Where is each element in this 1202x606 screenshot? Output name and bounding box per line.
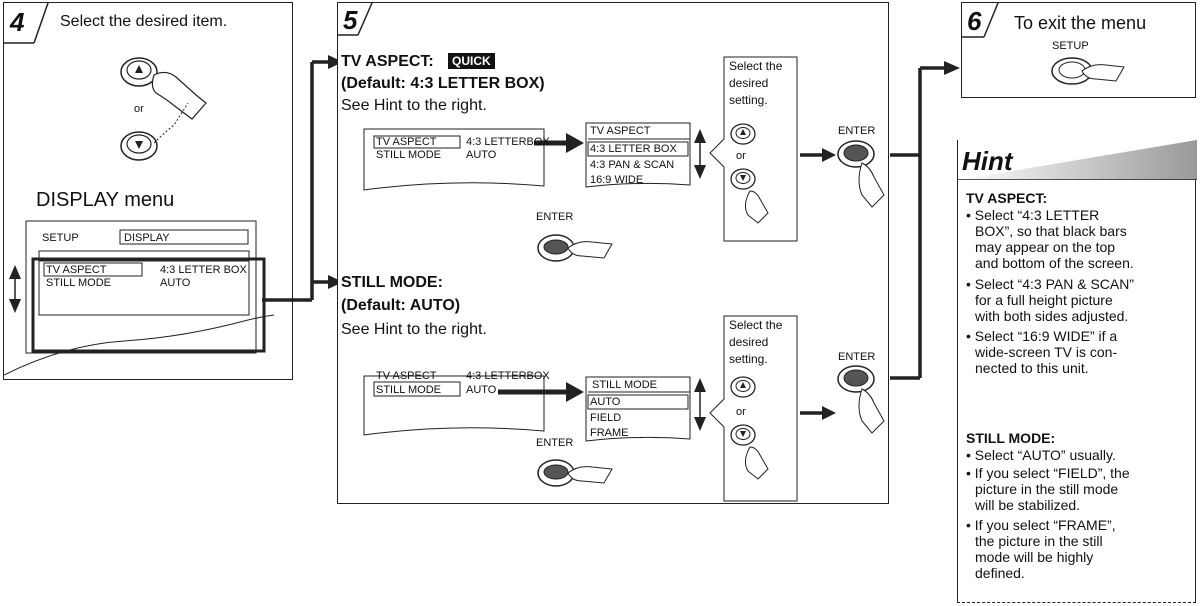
hint-line: nected to this unit. <box>975 360 1089 376</box>
hint-line: wide-screen TV is con- <box>975 344 1118 360</box>
hint-line: and bottom of the screen. <box>975 255 1134 271</box>
still-mode-heading: STILL MODE: <box>341 274 443 291</box>
hint-line: defined. <box>975 565 1025 581</box>
quick-badge: QUICK <box>448 53 495 69</box>
tv-option-pan-scan: 4:3 PAN & SCAN <box>590 159 675 171</box>
still-option-field: FIELD <box>590 412 622 424</box>
still-screen-row2-value: AUTO <box>466 384 497 396</box>
tv-screen-row1-value: 4:3 LETTERBOX <box>466 136 550 148</box>
setup-button-label: SETUP <box>1052 40 1089 52</box>
hint-line: • If you select “FRAME”, <box>966 517 1116 533</box>
hint-line: picture in the still mode <box>975 481 1119 497</box>
still-option-frame: FRAME <box>590 427 629 439</box>
tv-screen-row2-label: STILL MODE <box>376 149 441 161</box>
display-menu-title: DISPLAY menu <box>36 189 175 211</box>
hint-line: with both sides adjusted. <box>975 308 1129 324</box>
tv-select-text-3: setting. <box>729 93 768 107</box>
still-select-text-1: Select the <box>729 318 783 332</box>
hint-tv-heading: TV ASPECT: <box>966 190 1048 206</box>
still-enter-right-label: ENTER <box>838 351 876 363</box>
screen-row-tv-aspect-label: TV ASPECT <box>46 264 107 276</box>
tv-aspect-see-hint: See Hint to the right. <box>341 97 487 114</box>
hint-still-heading: STILL MODE: <box>966 430 1056 446</box>
hint-tv-item-3: • Select “16:9 WIDE” if a wide-screen TV… <box>966 328 1117 376</box>
hint-panel: Hint TV ASPECT: • Select “4:3 LETTER BOX… <box>957 140 1197 603</box>
hint-line: • If you select “FIELD”, the <box>966 465 1130 481</box>
hint-still-item-2: • If you select “FIELD”, the picture in … <box>966 465 1130 513</box>
tv-screen-row2-value: AUTO <box>466 149 497 161</box>
screen-row-still-mode-label: STILL MODE <box>46 277 111 289</box>
step4-or-label: or <box>134 103 144 115</box>
step4-title: Select the desired item. <box>60 13 228 30</box>
hint-line: will be stabilized. <box>975 497 1081 513</box>
step5-panel: 5 TV ASPECT: QUICK (Default: 4:3 LETTER … <box>337 2 889 504</box>
hint-line: for a full height picture <box>975 292 1113 308</box>
still-screen-row1-label: TV ASPECT <box>376 370 437 382</box>
step5-graphics <box>338 3 885 502</box>
step4-panel: 4 Select the desired item. or DISPLAY me… <box>3 2 293 380</box>
screen-tab-display: DISPLAY <box>124 232 170 244</box>
still-or-label: or <box>736 406 746 418</box>
step5-number: 5 <box>343 5 358 35</box>
tv-screen-row1-label: TV ASPECT <box>376 136 437 148</box>
still-mode-default: (Default: AUTO) <box>341 297 461 314</box>
still-screen-row2-label: STILL MODE <box>376 384 441 396</box>
tv-option-wide: 16:9 WIDE <box>590 174 644 186</box>
tv-select-text-1: Select the <box>729 59 783 73</box>
hint-title: Hint <box>962 146 1013 176</box>
tv-option-letterbox: 4:3 LETTER BOX <box>590 143 677 155</box>
still-mode-see-hint: See Hint to the right. <box>341 321 487 338</box>
hint-still-item-3: • If you select “FRAME”, the picture in … <box>966 517 1116 581</box>
hint-line: • Select “AUTO” usually. <box>966 447 1116 463</box>
hint-tv-item-2: • Select “4:3 PAN & SCAN” for a full hei… <box>966 276 1134 324</box>
tv-list-title: TV ASPECT <box>590 125 651 137</box>
hint-still-item-1: • Select “AUTO” usually. <box>966 447 1116 463</box>
still-list-title: STILL MODE <box>592 379 657 391</box>
screen-row-tv-aspect-value: 4:3 LETTER BOX <box>160 264 247 276</box>
tv-enter-right-label: ENTER <box>838 125 876 137</box>
hint-line: • Select “4:3 PAN & SCAN” <box>966 276 1135 292</box>
screen-tab-setup: SETUP <box>42 232 79 244</box>
hint-tv-item-1: • Select “4:3 LETTER BOX”, so that black… <box>966 207 1134 271</box>
hint-line: BOX”, so that black bars <box>975 223 1127 239</box>
tv-aspect-heading: TV ASPECT: <box>341 53 434 70</box>
still-screen-row1-value: 4:3 LETTERBOX <box>466 370 550 382</box>
step4-graphics <box>4 3 275 376</box>
tv-enter-bottom-label: ENTER <box>536 211 574 223</box>
hint-line: the picture in the still <box>975 533 1103 549</box>
still-option-auto: AUTO <box>590 396 621 408</box>
still-select-text-2: desired <box>729 335 769 349</box>
still-enter-bottom-label: ENTER <box>536 437 574 449</box>
screen-row-still-mode-value: AUTO <box>160 277 191 289</box>
tv-or-label: or <box>736 150 746 162</box>
still-select-text-3: setting. <box>729 352 768 366</box>
step6-graphics <box>962 3 1125 85</box>
hint-header-graphic <box>958 140 1197 180</box>
hint-line: • Select “16:9 WIDE” if a <box>966 328 1118 344</box>
hint-line: • Select “4:3 LETTER <box>966 207 1100 223</box>
hint-line: mode will be highly <box>975 549 1094 565</box>
step6-title: To exit the menu <box>1014 13 1147 33</box>
tv-select-text-2: desired <box>729 76 769 90</box>
step6-panel: 6 To exit the menu SETUP <box>961 2 1196 98</box>
tv-aspect-default: (Default: 4:3 LETTER BOX) <box>341 75 545 92</box>
step6-number: 6 <box>967 6 982 36</box>
step4-number: 4 <box>10 7 25 37</box>
hint-line: may appear on the top <box>975 239 1116 255</box>
